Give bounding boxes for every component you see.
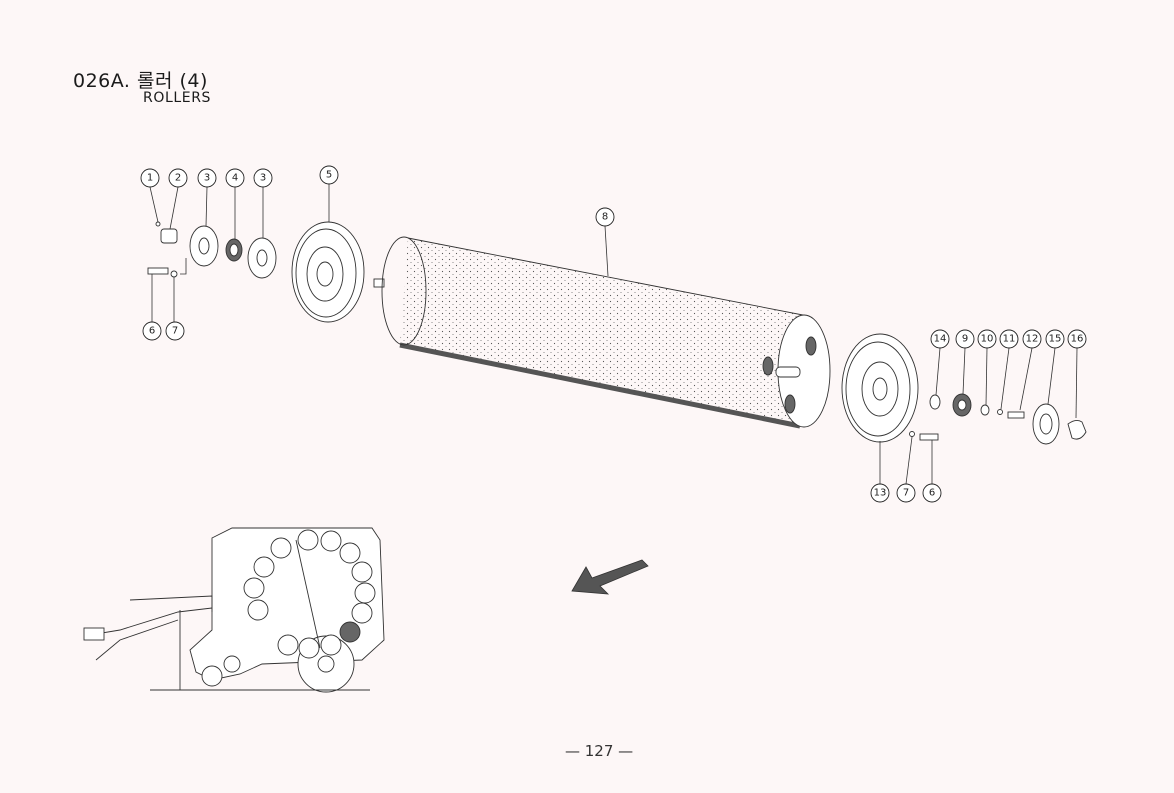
callout-7-right: 7	[896, 483, 916, 503]
callout-16: 16	[1067, 329, 1087, 349]
part-6-bolt-right	[919, 433, 939, 441]
part-7-washer	[170, 270, 178, 278]
callout-2: 2	[168, 168, 188, 188]
part-14-spacer	[929, 394, 941, 410]
page-subtitle: ROLLERS	[143, 90, 212, 106]
part-6-bolt	[147, 267, 169, 275]
svg-text:7: 7	[172, 326, 178, 337]
part-2-nut	[160, 228, 178, 244]
callout-10: 10	[977, 329, 997, 349]
page-number: — 127 —	[565, 742, 634, 760]
svg-text:1: 1	[147, 173, 153, 184]
part-1-grease-nipple	[155, 221, 161, 227]
svg-text:11: 11	[1003, 334, 1016, 345]
roller-shaft-stub	[775, 366, 801, 378]
svg-text:6: 6	[149, 326, 155, 337]
section-code: 026A.	[73, 70, 131, 92]
svg-text:15: 15	[1049, 334, 1062, 345]
svg-text:2: 2	[175, 173, 181, 184]
callout-12: 12	[1022, 329, 1042, 349]
callout-3a: 3	[197, 168, 217, 188]
callout-8: 8	[595, 207, 615, 227]
callout-5: 5	[319, 165, 339, 185]
part-10-snap-ring	[980, 404, 990, 416]
page-title: 026A. 롤러 (4)	[73, 66, 208, 93]
part-11-washer	[997, 409, 1003, 415]
roller-8	[373, 236, 831, 429]
callout-3b: 3	[253, 168, 273, 188]
callout-13: 13	[870, 483, 890, 503]
right-bearing-parts	[909, 393, 1087, 445]
callout-4: 4	[225, 168, 245, 188]
svg-text:8: 8	[602, 212, 608, 223]
svg-text:13: 13	[874, 488, 887, 499]
end-disc-13	[841, 333, 919, 443]
svg-text:10: 10	[981, 334, 994, 345]
part-16-cap	[1067, 419, 1087, 440]
part-12-bolt	[1007, 411, 1025, 419]
svg-text:16: 16	[1071, 334, 1084, 345]
callout-1: 1	[140, 168, 160, 188]
direction-arrow	[571, 559, 649, 595]
svg-text:4: 4	[232, 173, 238, 184]
svg-text:3: 3	[204, 173, 210, 184]
svg-text:7: 7	[903, 488, 909, 499]
left-bearing-parts	[147, 221, 277, 279]
callout-15: 15	[1045, 329, 1065, 349]
svg-text:14: 14	[934, 334, 947, 345]
callout-7-left: 7	[165, 321, 185, 341]
leader-lines	[149, 184, 1078, 485]
svg-text:12: 12	[1026, 334, 1039, 345]
highlighted-roller-4	[339, 621, 361, 643]
part-7-washer-right	[909, 431, 915, 437]
callout-6-left: 6	[142, 321, 162, 341]
baler-location-diagram	[83, 527, 385, 693]
callout-14: 14	[930, 329, 950, 349]
title-korean: 롤러 (4)	[137, 70, 208, 92]
svg-text:3: 3	[260, 173, 266, 184]
svg-text:9: 9	[962, 334, 968, 345]
svg-text:5: 5	[326, 170, 332, 181]
callout-9: 9	[955, 329, 975, 349]
callout-11: 11	[999, 329, 1019, 349]
pto-shaft	[83, 627, 105, 641]
svg-text:6: 6	[929, 488, 935, 499]
callout-6-right: 6	[922, 483, 942, 503]
end-disc-5	[291, 221, 365, 323]
